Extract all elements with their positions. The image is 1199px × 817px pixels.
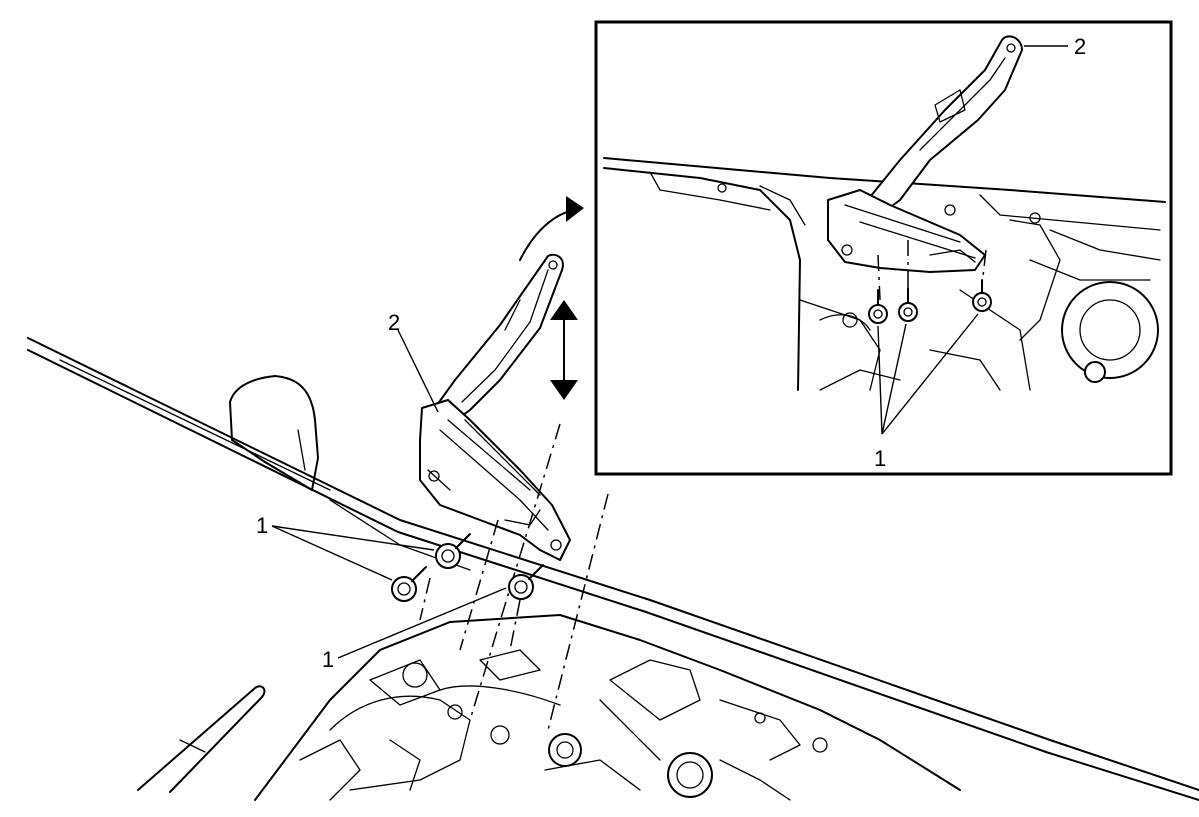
inset-bolt-3 — [972, 279, 992, 312]
bolt-left — [391, 566, 427, 602]
arrow-down-icon — [550, 380, 578, 400]
pillar-shape — [229, 375, 319, 491]
inset-body-panels — [603, 157, 1166, 391]
arrow-up-icon — [550, 300, 578, 320]
hinge-assembly-main — [419, 253, 571, 561]
hinge-assembly-inset — [827, 35, 1023, 273]
callout-1-lower: 1 — [322, 647, 334, 672]
engine-bay — [254, 614, 961, 801]
callout-1-inset: 1 — [874, 446, 886, 471]
leaders-main — [271, 329, 507, 659]
callout-1-upper: 1 — [256, 513, 268, 538]
hood-edge — [27, 337, 1199, 801]
curved-arrow-head-icon — [566, 196, 584, 222]
bolt-upper — [435, 533, 471, 569]
inset-bolt-2 — [898, 287, 918, 322]
callout-2-inset: 2 — [1074, 34, 1086, 59]
main-view: 1 1 2 — [27, 196, 1199, 801]
motion-arrows — [519, 196, 584, 400]
guide-lines-main — [419, 423, 609, 731]
wiper-arm — [137, 685, 266, 793]
callout-2-main: 2 — [388, 310, 400, 335]
leaders-inset — [877, 45, 1068, 435]
inset-bolt-1 — [868, 289, 888, 324]
bolt-right — [508, 564, 544, 600]
guide-lines-inset — [877, 240, 987, 301]
detail-inset: 2 1 — [594, 20, 1173, 476]
